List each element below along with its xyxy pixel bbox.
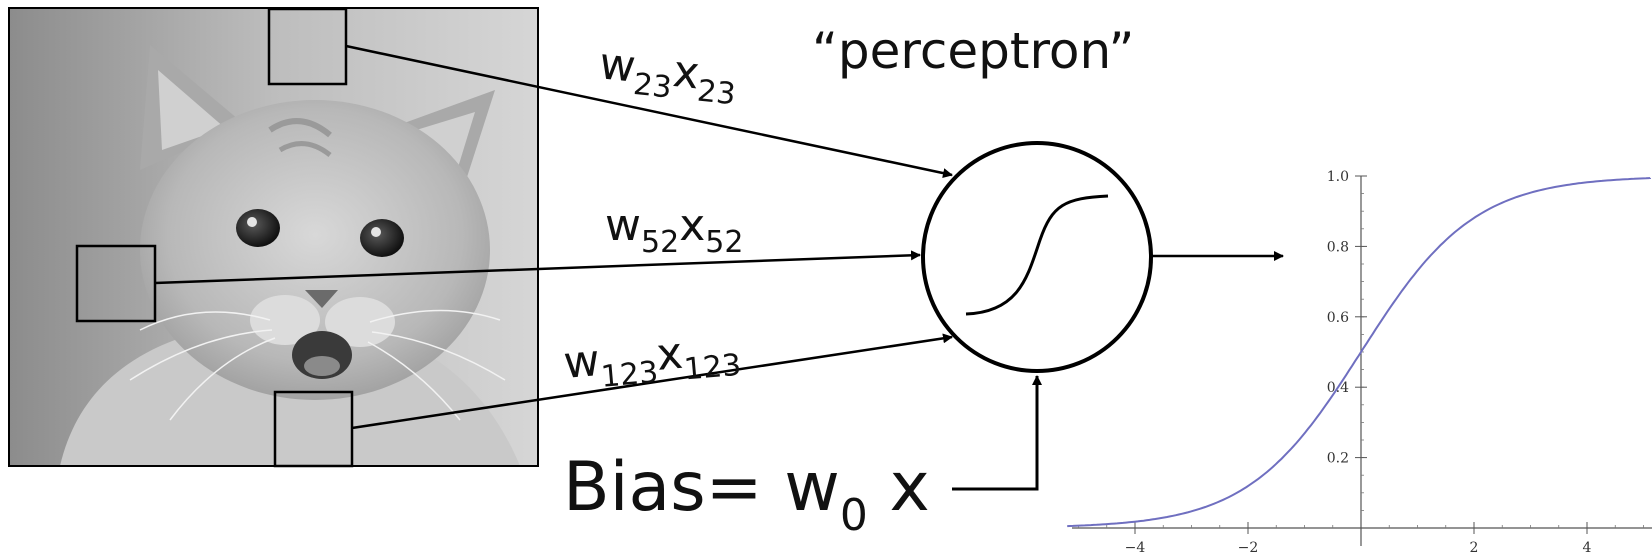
input-label-52: w52x52 <box>605 200 743 260</box>
x-tick-label: −2 <box>1238 540 1259 556</box>
x-tick-label: 2 <box>1470 540 1479 556</box>
kitten-photo <box>9 8 538 466</box>
input-label-23: w23x23 <box>596 38 740 112</box>
y-tick-label: 1.0 <box>1327 169 1349 185</box>
bias-arrow <box>952 376 1037 489</box>
diagram-title: “perceptron” <box>812 22 1134 80</box>
y-tick-label: 0.8 <box>1327 239 1349 255</box>
sigmoid-series-line <box>1067 178 1650 526</box>
perceptron-node <box>923 143 1151 371</box>
x-tick-label: 4 <box>1583 540 1592 556</box>
input-label-123: w123x123 <box>562 323 743 398</box>
bias-label: Bias= w0 x <box>563 448 930 541</box>
x-tick-label: −4 <box>1125 540 1146 556</box>
y-tick-label: 0.2 <box>1327 451 1349 467</box>
y-tick-label: 0.6 <box>1327 310 1349 326</box>
